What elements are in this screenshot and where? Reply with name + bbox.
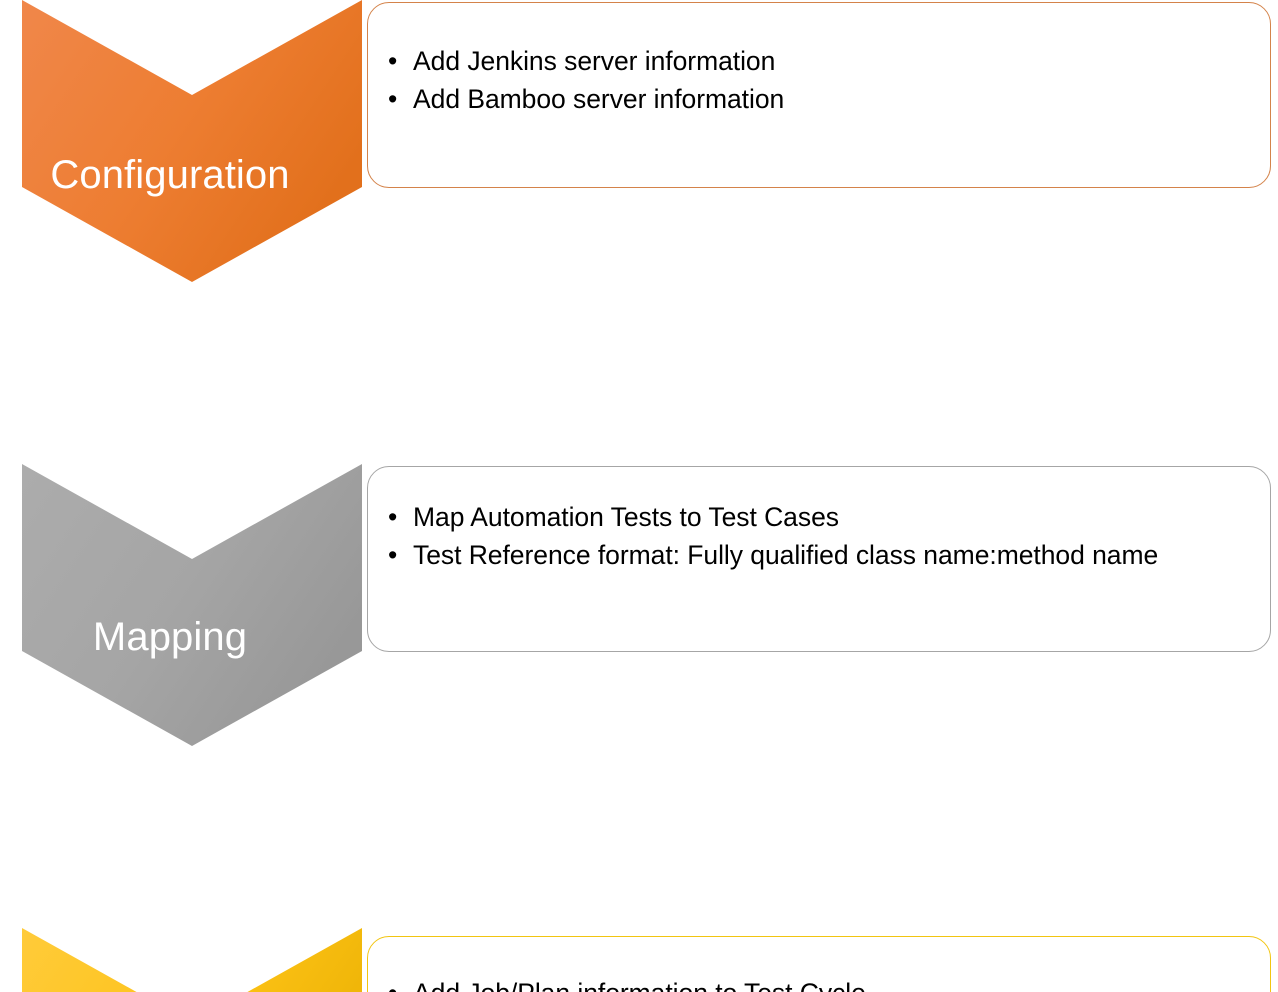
bullet-point-icon: • bbox=[388, 502, 398, 532]
process-stage-mapping: Mapping • Map Automation Tests to Test C… bbox=[0, 232, 1278, 746]
list-item-text: Map Automation Tests to Test Cases bbox=[413, 502, 839, 532]
list-item-text: Add Bamboo server information bbox=[413, 84, 785, 115]
bullet-list-configuration: • Add Jenkins server information • Add B… bbox=[368, 43, 1270, 117]
callout-box-trigger-job-plan: • Add Job/Plan information to Test Cycle… bbox=[367, 936, 1271, 992]
list-item: • Test Reference format: Fully qualified… bbox=[368, 537, 1270, 573]
bullet-list-mapping: • Map Automation Tests to Test Cases • T… bbox=[368, 499, 1270, 573]
chevron-shape-mapping[interactable] bbox=[22, 464, 362, 746]
chevron-shape-trigger-job-plan[interactable] bbox=[22, 928, 362, 992]
list-item: • Add Bamboo server information bbox=[368, 81, 1270, 117]
chevron-icon bbox=[22, 464, 362, 746]
list-item-text: Add Jenkins server information bbox=[413, 46, 776, 76]
bullet-list-trigger-job-plan: • Add Job/Plan information to Test Cycle… bbox=[368, 975, 1270, 992]
list-item: • Add Jenkins server information bbox=[368, 43, 1270, 79]
list-item-text: Test Reference format: Fully qualified c… bbox=[413, 540, 1159, 571]
bullet-point-icon: • bbox=[388, 975, 397, 992]
chevron-icon bbox=[22, 0, 362, 282]
chevron-icon bbox=[22, 928, 362, 992]
process-stage-configuration: Configuration • Add Jenkins server infor… bbox=[0, 0, 1278, 282]
list-item-text: Add Job/Plan information to Test Cycle bbox=[413, 978, 866, 992]
callout-box-configuration: • Add Jenkins server information • Add B… bbox=[367, 2, 1271, 188]
process-stage-update-results: Update Results • Retrieve automation res… bbox=[0, 706, 1278, 992]
callout-box-mapping: • Map Automation Tests to Test Cases • T… bbox=[367, 466, 1271, 652]
list-item: • Add Job/Plan information to Test Cycle bbox=[368, 975, 1270, 992]
bullet-point-icon: • bbox=[388, 84, 398, 115]
list-item: • Map Automation Tests to Test Cases bbox=[368, 499, 1270, 535]
chevron-shape-configuration[interactable] bbox=[22, 0, 362, 282]
process-stage-trigger-job-plan: Trigger Job/Plan • Add Job/Plan informat… bbox=[0, 462, 1278, 992]
bullet-point-icon: • bbox=[388, 46, 398, 76]
bullet-point-icon: • bbox=[388, 540, 398, 571]
